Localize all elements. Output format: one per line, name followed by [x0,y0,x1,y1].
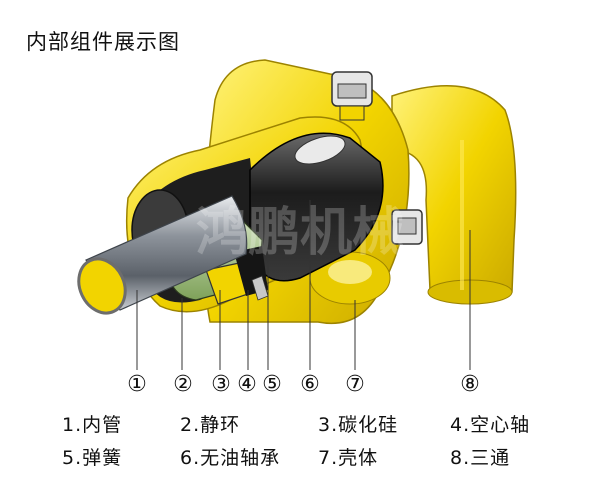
page-title: 内部组件展示图 [26,30,180,54]
bolt-side [391,209,423,245]
inner-tube [77,195,248,315]
watermark-text: 鸿鹏机械 [196,203,404,263]
bearing-sleeve [249,132,384,282]
bolt-top [331,71,373,121]
leader-lines [136,200,471,370]
tee-body [391,85,517,305]
